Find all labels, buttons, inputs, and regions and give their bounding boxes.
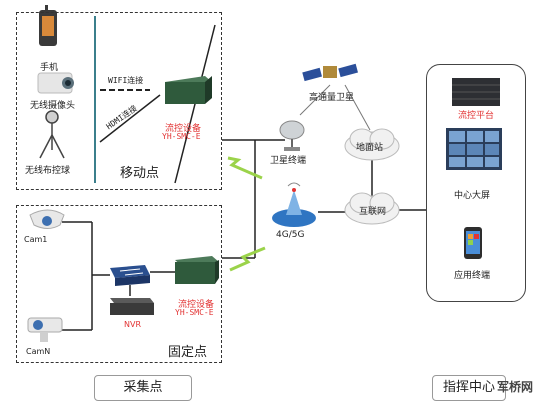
ground-station-label: 地面站 (356, 143, 384, 153)
cellular-label: 4G/5G (276, 230, 305, 240)
wireless-wave-fixed (229, 246, 266, 272)
satellite-dish-icon (279, 120, 305, 151)
cam1-icon (29, 209, 65, 229)
wireless-camera-icon (37, 72, 74, 94)
fixed-device-icon (175, 256, 219, 284)
watermark-text: 军桥网 (497, 380, 534, 394)
sat-terminal-label: 卫星终端 (270, 156, 307, 166)
wireless-ball-icon (39, 110, 65, 159)
wireless-camera-label: 无线摄像头 (30, 101, 76, 111)
wifi-label: WIFI连接 (108, 76, 144, 85)
hdmi-link (99, 94, 161, 143)
switch-icon (110, 265, 150, 286)
platform-label: 流控平台 (458, 111, 495, 121)
mobile-point-title: 移动点 (120, 166, 160, 181)
cam1-label: Cam1 (24, 235, 48, 244)
nvr-label: NVR (124, 320, 142, 329)
phone-icon (39, 5, 57, 46)
screen-label: 中心大屏 (454, 191, 491, 201)
fixed-device-label-2: YH-SMC-E (175, 308, 214, 317)
satellite-icon (302, 63, 358, 82)
sat-beam (299, 84, 331, 116)
video-wall-icon (446, 128, 502, 170)
wireless-wave-mobile (227, 156, 263, 180)
internet-label: 互联网 (359, 207, 387, 217)
command-center-box (426, 64, 526, 302)
collect-point-pill: 采集点 (94, 375, 192, 401)
fixed-point-title: 固定点 (168, 345, 208, 360)
camn-icon (27, 317, 63, 342)
server-rack-icon (452, 78, 500, 106)
mobile-device-label-1: 流控设备 (165, 124, 202, 134)
mobile-device-icon (165, 76, 212, 104)
fixed-point-box (16, 205, 222, 363)
phone-label: 手机 (40, 63, 59, 73)
satellite-label: 高通量卫星 (309, 93, 355, 103)
nvr-icon (110, 298, 154, 315)
app-terminal-icon (464, 227, 482, 259)
cell-tower-icon (272, 182, 316, 227)
wireless-ball-label: 无线布控球 (25, 166, 71, 176)
mobile-device-label-2: YH-SMC-E (162, 132, 201, 141)
internet-cloud (344, 192, 400, 225)
sat-ground-beam (344, 84, 371, 131)
ground-station-cloud (344, 128, 400, 161)
camn-label: CamN (26, 347, 51, 356)
fixed-device-label-1: 流控设备 (178, 300, 215, 310)
command-center-pill: 指挥中心 (432, 375, 506, 401)
mobile-point-box (16, 12, 222, 190)
app-terminal-label: 应用终端 (454, 271, 491, 281)
